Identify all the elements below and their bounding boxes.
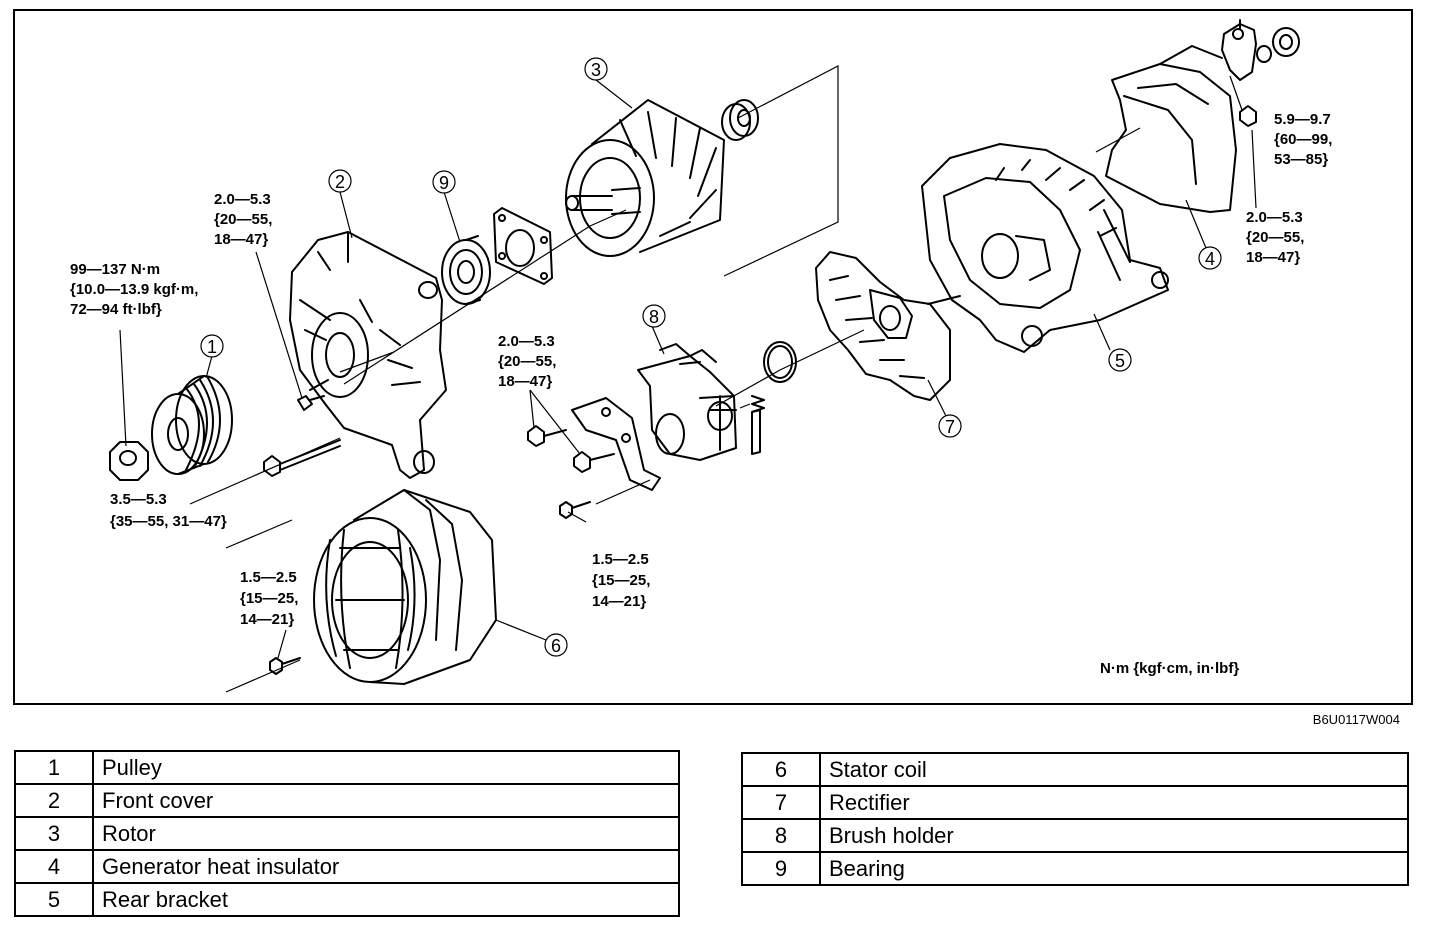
torque-stator: 1.5—2.5 {15—25, 14—21} xyxy=(240,569,303,628)
brush-screw-2-icon xyxy=(573,451,615,473)
pulley-icon xyxy=(151,375,233,475)
insulator-nut-icon xyxy=(1239,105,1257,127)
part-name: Bearing xyxy=(819,851,1409,886)
torque-rectifier: 1.5—2.5 {15—25, 14—21} xyxy=(592,551,655,610)
part-name: Rotor xyxy=(92,816,680,851)
part-number: 8 xyxy=(741,818,821,853)
front-cover-icon xyxy=(289,231,447,479)
callout-group: 1 2 3 4 5 6 7 8 9 xyxy=(200,57,1222,657)
callout-6: 6 xyxy=(551,636,561,656)
part-number: 6 xyxy=(741,752,821,787)
callout-3-circle xyxy=(584,57,608,81)
part-number: 9 xyxy=(741,851,821,886)
torque-through-bolt: 3.5—5.3 {35—55, 31—47} xyxy=(110,491,227,530)
callout-8: 8 xyxy=(649,307,659,327)
part-number: 2 xyxy=(14,783,94,818)
callout-2: 2 xyxy=(335,172,345,192)
callout-6-circle xyxy=(544,633,568,657)
callout-8-circle xyxy=(642,304,666,328)
callout-3: 3 xyxy=(591,60,601,80)
callout-9-circle xyxy=(432,170,456,194)
torque-brush-holder: 2.0—5.3 {20—55, 18—47} xyxy=(498,333,561,390)
brush-holder-icon xyxy=(571,343,737,491)
bearing-icon xyxy=(441,235,491,305)
part-name: Pulley xyxy=(92,750,680,785)
callout-4-circle xyxy=(1198,246,1222,270)
rear-bearing-icon xyxy=(721,99,759,141)
callout-7-circle xyxy=(938,414,962,438)
reference-code: B6U0117W004 xyxy=(1313,712,1400,727)
callout-1: 1 xyxy=(207,337,217,357)
callout-5: 5 xyxy=(1115,351,1125,371)
through-bolt-icon xyxy=(263,439,341,477)
callout-4: 4 xyxy=(1205,249,1215,269)
callout-1-circle xyxy=(200,334,224,358)
exploded-view-diagram: 1 2 3 4 5 6 7 8 9 99—137 N·m {10.0—13.9 … xyxy=(13,9,1413,727)
stator-coil-icon xyxy=(313,489,497,685)
diagram-frame xyxy=(13,9,1413,705)
part-name: Stator coil xyxy=(819,752,1409,787)
terminal-icon xyxy=(1221,19,1300,81)
pulley-nut-icon xyxy=(109,441,149,481)
part-number: 4 xyxy=(14,849,94,884)
part-name: Brush holder xyxy=(819,818,1409,853)
torque-pulley-nut: 99—137 N·m {10.0—13.9 kgf·m, 72—94 ft·lb… xyxy=(70,261,203,318)
callout-5-circle xyxy=(1108,348,1132,372)
torque-front-cover: 2.0—5.3 {20—55, 18—47} xyxy=(214,191,277,248)
part-number: 5 xyxy=(14,882,94,917)
part-name: Generator heat insulator xyxy=(92,849,680,884)
part-name: Rear bracket xyxy=(92,882,680,917)
part-number: 7 xyxy=(741,785,821,820)
rear-bracket-icon xyxy=(921,143,1169,353)
part-name: Front cover xyxy=(92,783,680,818)
stator-screw-icon xyxy=(269,657,301,675)
part-name: Rectifier xyxy=(819,785,1409,820)
callout-9: 9 xyxy=(439,173,449,193)
torque-terminal-nut: 5.9—9.7 {60—99, 53—85} xyxy=(1274,111,1337,168)
rotor-icon xyxy=(565,99,725,257)
brush-spring-icon xyxy=(751,395,765,455)
heat-insulator-icon xyxy=(1105,45,1237,213)
part-number: 1 xyxy=(14,750,94,785)
callout-2-circle xyxy=(328,169,352,193)
unit-legend: N·m {kgf·cm, in·lbf} xyxy=(1100,660,1239,677)
torque-labels: 99—137 N·m {10.0—13.9 kgf·m, 72—94 ft·lb… xyxy=(70,111,1337,628)
retainer-plate-icon xyxy=(493,207,553,285)
callout-7: 7 xyxy=(945,417,955,437)
rectifier-icon xyxy=(815,251,961,401)
front-cover-bolt-icon xyxy=(297,395,325,411)
part-number: 3 xyxy=(14,816,94,851)
torque-insulator: 2.0—5.3 {20—55, 18—47} xyxy=(1246,209,1309,266)
